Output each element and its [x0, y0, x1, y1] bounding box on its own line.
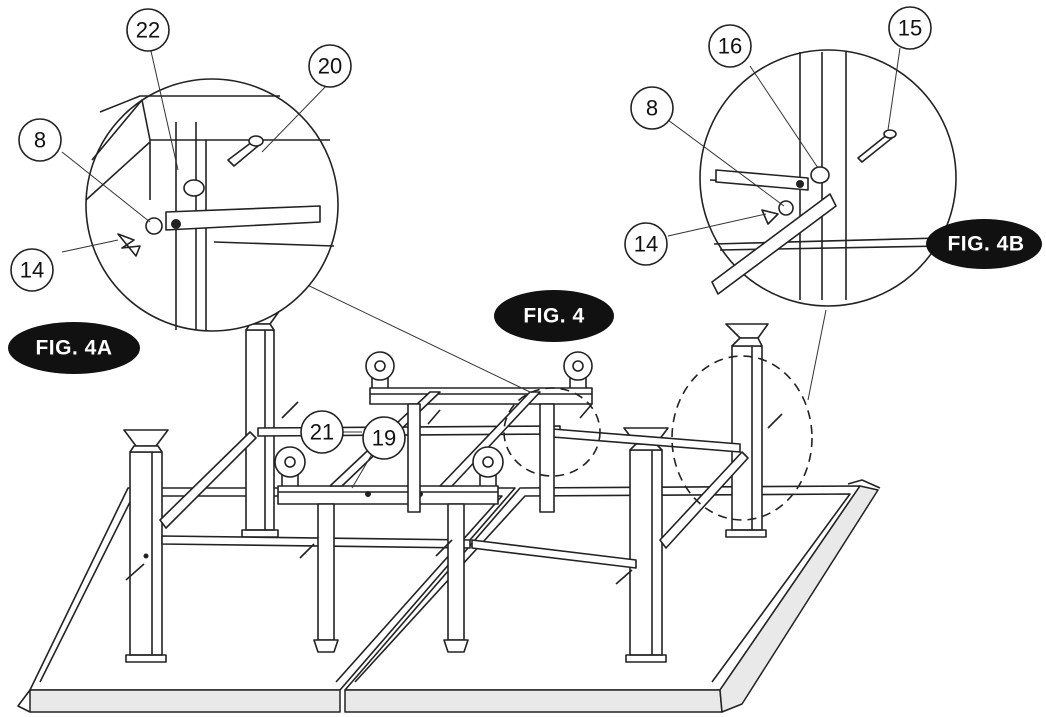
- callout-22-label: 22: [136, 18, 160, 43]
- loose-bolts: [125, 401, 783, 585]
- leg-front-right: [623, 427, 669, 663]
- callout-20: 20: [308, 44, 352, 88]
- detail-magnifier-a: [85, 78, 339, 332]
- caster-wheel: [274, 446, 306, 486]
- caster-wheels: [274, 351, 593, 486]
- callout-21: 21: [300, 410, 344, 454]
- callout-8-b: 8: [630, 86, 674, 130]
- callout-16: 16: [708, 24, 752, 68]
- caster-wheel: [472, 446, 504, 486]
- figure-label-4-text: FIG. 4: [523, 305, 584, 328]
- figure-label-4b-text: FIG. 4B: [947, 233, 1024, 256]
- callout-8-a: 8: [18, 118, 62, 162]
- caster-wheel: [365, 351, 395, 388]
- callout-22: 22: [126, 8, 170, 52]
- detail-marker-4b: [671, 355, 813, 521]
- callout-16-label: 16: [718, 34, 742, 59]
- callout-15-label: 15: [898, 16, 922, 41]
- callout-20-label: 20: [318, 54, 342, 79]
- detail-marker-4a: [503, 387, 601, 477]
- callout-14-a-label: 14: [20, 258, 44, 283]
- callout-15: 15: [888, 6, 932, 50]
- figure-label-4b: FIG. 4B: [926, 219, 1042, 269]
- callout-19-label: 19: [372, 426, 396, 451]
- callouts: 22 20 8 14 16 15 8 14: [10, 6, 932, 460]
- figure-label-4a: FIG. 4A: [8, 322, 140, 374]
- callout-8-b-label: 8: [646, 96, 658, 121]
- leg-back-right: [725, 323, 769, 538]
- leg-front-left: [123, 429, 169, 663]
- caster-frame: [277, 387, 593, 653]
- leg-back-left: [239, 309, 281, 538]
- callout-19: 19: [362, 416, 406, 460]
- callout-8-a-label: 8: [34, 128, 46, 153]
- figure-label-4a-text: FIG. 4A: [35, 337, 112, 360]
- callout-14-b-label: 14: [634, 232, 658, 257]
- callout-21-label: 21: [310, 420, 334, 445]
- side-braces: [159, 425, 749, 569]
- callout-14-a: 14: [10, 248, 54, 292]
- figure-label-4: FIG. 4: [494, 290, 614, 342]
- leader-lines: [271, 267, 827, 489]
- detail-magnifier-b: [699, 49, 957, 307]
- caster-wheel: [563, 351, 593, 388]
- callout-14-b: 14: [624, 222, 668, 266]
